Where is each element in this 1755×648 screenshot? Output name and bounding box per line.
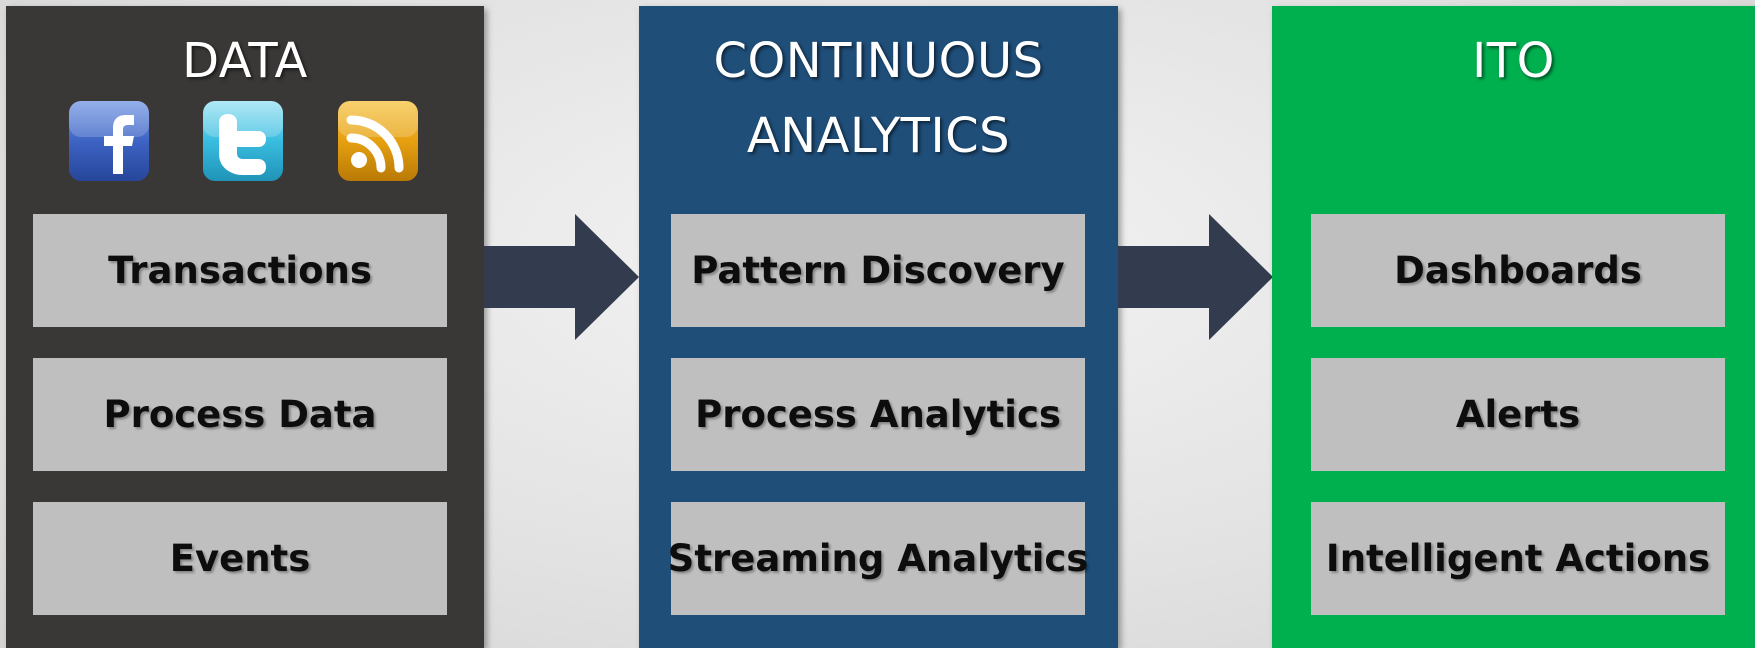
data-panel: DATA (6, 6, 484, 648)
continuous-analytics-panel: CONTINUOUS ANALYTICS Pattern Discovery P… (639, 6, 1118, 648)
flow-arrow-1 (484, 214, 639, 340)
facebook-icon (66, 98, 152, 184)
analytics-title-line-2: ANALYTICS (746, 108, 1011, 164)
rss-icon (335, 98, 421, 184)
streaming-analytics-box: Streaming Analytics (668, 502, 1088, 615)
dashboards-box: Dashboards (1311, 214, 1725, 327)
analytics-title-line-1: CONTINUOUS (713, 33, 1044, 89)
events-box: Events (33, 502, 447, 615)
alerts-box: Alerts (1311, 358, 1725, 471)
flow-arrow-2 (1118, 214, 1273, 340)
ito-panel-title: ITO (1472, 33, 1555, 89)
twitter-icon (200, 98, 286, 184)
transactions-box: Transactions (33, 214, 447, 327)
process-data-box: Process Data (33, 358, 447, 471)
pattern-discovery-box: Pattern Discovery (671, 214, 1085, 327)
data-panel-title: DATA (182, 33, 308, 89)
process-analytics-box: Process Analytics (671, 358, 1085, 471)
intelligent-actions-box: Intelligent Actions (1311, 502, 1725, 615)
ito-panel: ITO Dashboards Alerts Intelligent Action… (1272, 6, 1755, 648)
